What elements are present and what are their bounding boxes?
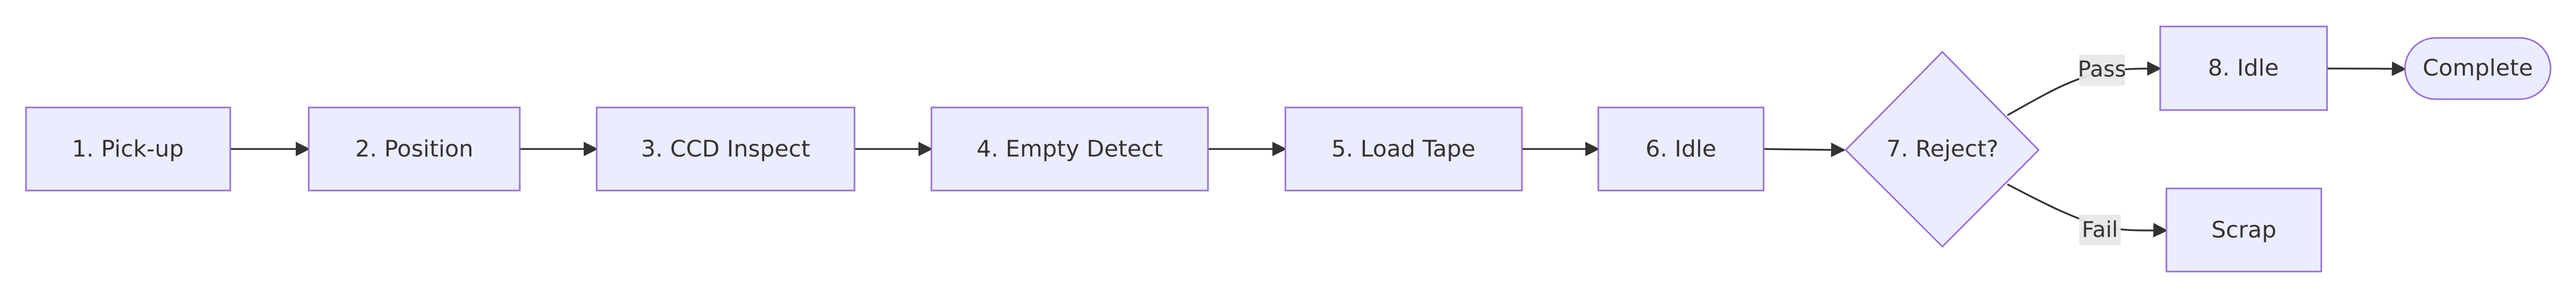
edge-label-pass-bg [2079,55,2125,86]
node-reject-decision: 7. Reject? [1844,50,2040,248]
node-position-label: 2. Position [355,136,473,162]
node-ccd-inspect-label: 3. CCD Inspect [641,136,810,162]
node-reject-diamond [1844,50,2040,248]
node-ccd-inspect: 3. CCD Inspect [596,106,856,192]
node-position-box [308,106,521,192]
edge-label-pass: Pass [2078,55,2126,86]
edge-label-fail-text: Fail [2082,217,2118,242]
node-complete-label: Complete [2423,55,2533,82]
node-scrap: Scrap [2165,187,2322,273]
node-idle-6-label: 6. Idle [1646,136,1716,162]
node-empty-detect: 4. Empty Detect [930,106,1209,192]
node-empty-detect-label: 4. Empty Detect [977,136,1163,162]
node-idle-8-box [2159,25,2328,111]
edge-label-fail-bg [2079,214,2121,246]
edge-label-pass-text: Pass [2078,57,2126,82]
edge-idle6-reject [1763,142,1846,157]
node-reject-label: 7. Reject? [1886,136,1999,162]
node-scrap-box [2165,187,2322,273]
node-pickup-label: 1. Pick-up [72,136,183,162]
node-idle-8-label: 8. Idle [2208,55,2279,82]
node-load-tape: 5. Load Tape [1284,106,1523,192]
node-pickup: 1. Pick-up [25,106,231,192]
node-idle-6-box [1597,106,1765,192]
edge-label-fail: Fail [2079,214,2121,246]
node-scrap-label: Scrap [2211,217,2276,243]
node-idle-8: 8. Idle [2159,25,2328,111]
node-ccd-inspect-box [596,106,856,192]
node-position: 2. Position [308,106,521,192]
node-empty-detect-box [930,106,1209,192]
node-pickup-box [25,106,231,192]
node-load-tape-box [1284,106,1523,192]
node-complete-terminal [2404,37,2552,100]
node-complete: Complete [2404,37,2552,100]
node-load-tape-label: 5. Load Tape [1331,136,1475,162]
node-idle-6: 6. Idle [1597,106,1765,192]
